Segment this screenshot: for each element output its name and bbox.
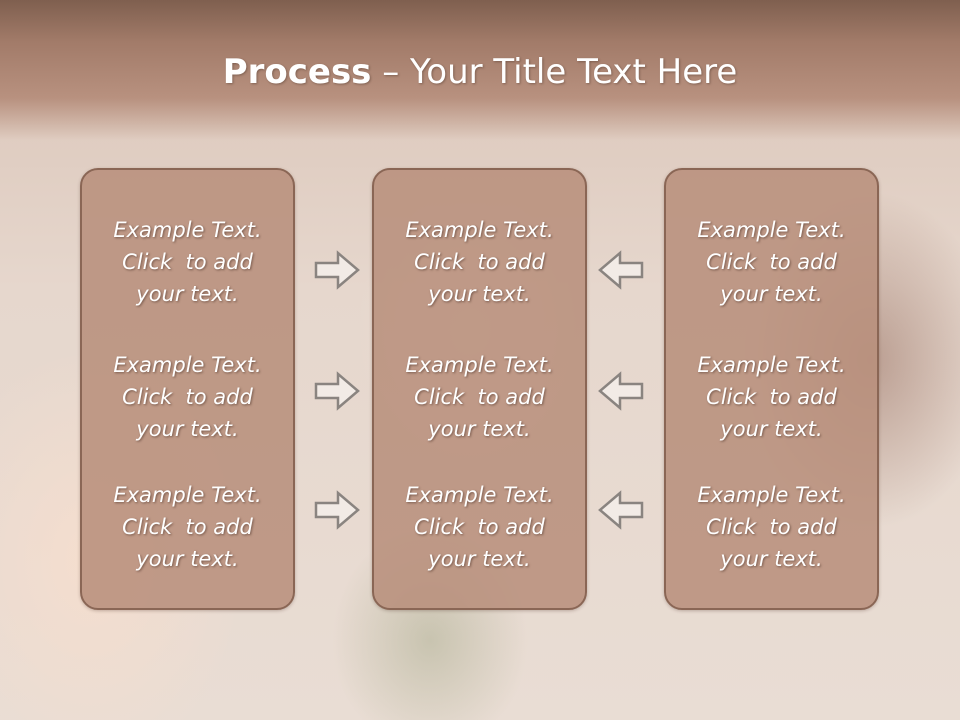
text-line: your text. [136, 547, 239, 571]
text-line: Example Text. [697, 483, 846, 507]
text-line: Click to add [414, 515, 545, 539]
text-line: Click to add [414, 250, 545, 274]
text-block[interactable]: Example Text. Click to add your text. [666, 479, 877, 575]
text-block[interactable]: Example Text. Click to add your text. [374, 214, 585, 310]
text-block[interactable]: Example Text. Click to add your text. [666, 214, 877, 310]
process-box-left[interactable]: Example Text. Click to add your text. Ex… [80, 168, 295, 610]
arrow-left-icon [598, 250, 644, 290]
text-block[interactable]: Example Text. Click to add your text. [82, 349, 293, 445]
text-line: Example Text. [113, 483, 262, 507]
text-line: Click to add [122, 385, 253, 409]
text-line: your text. [428, 547, 531, 571]
arrow-left-icon [598, 490, 644, 530]
text-line: Click to add [706, 515, 837, 539]
text-line: Example Text. [113, 218, 262, 242]
text-line: your text. [136, 417, 239, 441]
text-line: Example Text. [405, 353, 554, 377]
text-line: Click to add [122, 250, 253, 274]
text-line: Click to add [706, 250, 837, 274]
text-line: Click to add [414, 385, 545, 409]
header-band [0, 0, 960, 140]
text-line: your text. [720, 547, 823, 571]
arrow-right-icon [314, 250, 360, 290]
text-line: your text. [428, 417, 531, 441]
text-line: Example Text. [697, 218, 846, 242]
arrow-right-icon [314, 371, 360, 411]
text-line: Example Text. [113, 353, 262, 377]
text-block[interactable]: Example Text. Click to add your text. [666, 349, 877, 445]
text-line: your text. [720, 282, 823, 306]
text-line: your text. [720, 417, 823, 441]
arrow-left-icon [598, 371, 644, 411]
text-line: your text. [136, 282, 239, 306]
text-block[interactable]: Example Text. Click to add your text. [374, 479, 585, 575]
arrow-right-icon [314, 490, 360, 530]
text-block[interactable]: Example Text. Click to add your text. [82, 214, 293, 310]
text-line: Example Text. [405, 483, 554, 507]
text-line: your text. [428, 282, 531, 306]
title-rest: – Your Title Text Here [371, 52, 738, 92]
text-block[interactable]: Example Text. Click to add your text. [374, 349, 585, 445]
process-box-right[interactable]: Example Text. Click to add your text. Ex… [664, 168, 879, 610]
text-line: Example Text. [405, 218, 554, 242]
text-block[interactable]: Example Text. Click to add your text. [82, 479, 293, 575]
text-line: Click to add [706, 385, 837, 409]
title-bold: Process [222, 52, 372, 92]
process-box-center[interactable]: Example Text. Click to add your text. Ex… [372, 168, 587, 610]
slide-title[interactable]: Process – Your Title Text Here [0, 52, 960, 92]
text-line: Example Text. [697, 353, 846, 377]
text-line: Click to add [122, 515, 253, 539]
